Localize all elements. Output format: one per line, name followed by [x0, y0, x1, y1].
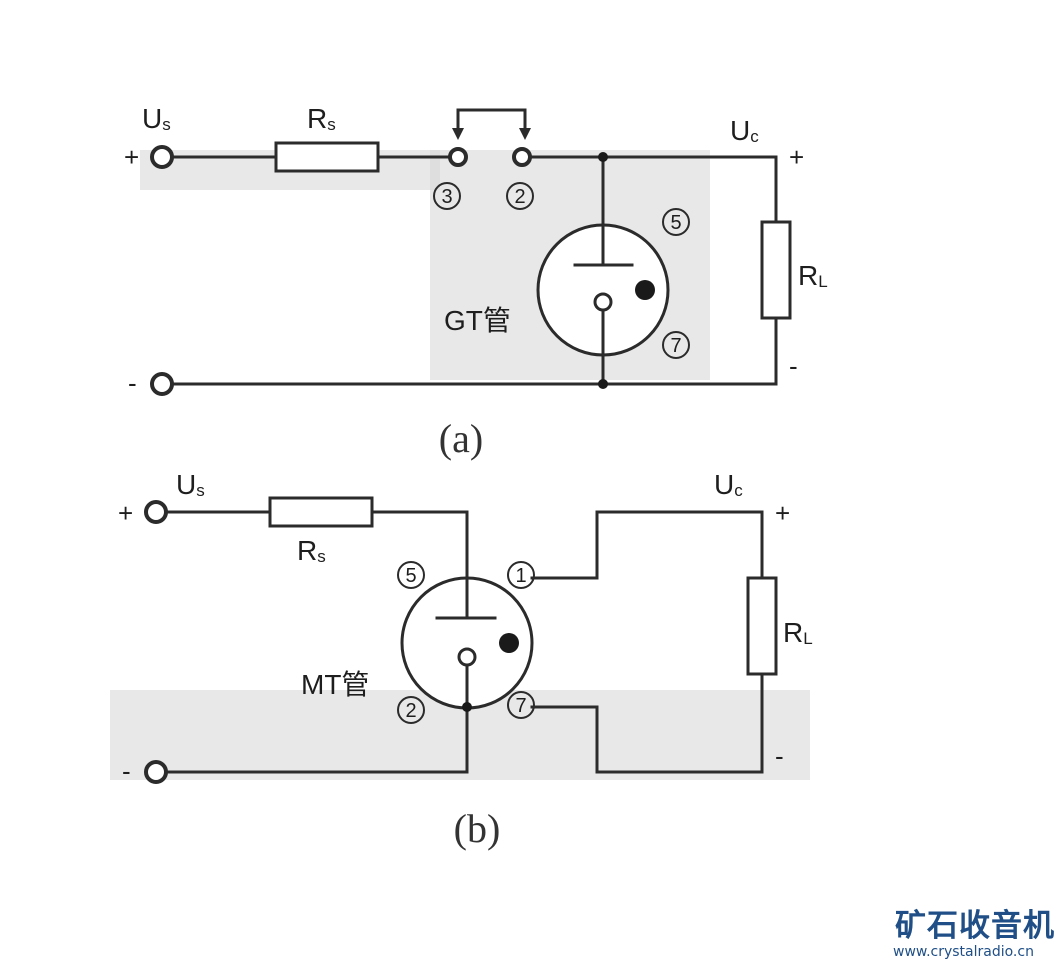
a-source-label: Us [142, 103, 171, 134]
a-pin7-label: 7 [670, 335, 681, 357]
a-tube-inner-terminal [593, 292, 613, 312]
a-pin5-label: 5 [670, 212, 681, 234]
b-tube-name: MT管 [301, 669, 369, 700]
b-rl-label: RL [783, 617, 813, 648]
a-jumper-arrow-right [519, 128, 531, 140]
a-pin5-number-ring [662, 208, 690, 236]
b-wire-pin7-to-output [530, 672, 764, 774]
a-resistor-rs [274, 141, 380, 173]
a-input-minus-terminal [150, 372, 174, 396]
b-pin2-label: 2 [405, 700, 416, 722]
diagram-b: 5 1 2 7 Us Rs Uc RL + - + - MT管 (b) [118, 469, 813, 851]
b-junction-bottom [462, 702, 472, 712]
a-jumper-link [456, 108, 527, 132]
b-plus-out: + [775, 498, 790, 528]
a-rs-label: Rs [307, 103, 336, 134]
b-pin7-label: 7 [515, 695, 526, 717]
a-minus-in: - [128, 368, 137, 398]
b-pin7-number-ring [507, 691, 535, 719]
b-rs-label: Rs [297, 535, 326, 566]
b-input-plus-terminal [144, 500, 168, 524]
a-plus-out: + [789, 142, 804, 172]
a-caption: (a) [439, 416, 483, 461]
a-pin2-label: 2 [514, 186, 525, 208]
b-minus-in: - [122, 756, 131, 786]
a-pin3-terminal [448, 147, 468, 167]
a-tube-name: GT管 [444, 305, 511, 336]
b-resistor-rl [746, 576, 778, 676]
b-source-label: Us [176, 469, 205, 500]
a-junction-bottom [598, 379, 608, 389]
a-pin2-number-ring [506, 182, 534, 210]
b-pin1-label: 1 [515, 565, 526, 587]
b-tube-inner-terminal [457, 647, 477, 667]
b-pin2-number-ring [397, 696, 425, 724]
b-resistor-rs [268, 496, 374, 528]
a-pin3-number-ring [433, 182, 461, 210]
a-pin7-number-ring [662, 331, 690, 359]
a-rl-label: RL [798, 260, 828, 291]
b-minus-out: - [775, 741, 784, 771]
b-pin5-number-ring [397, 561, 425, 589]
watermark-brand: 矿石收音机 [895, 908, 1055, 944]
diagram-a: 3 2 5 7 Us Rs Uc RL + - + - GT管 (a) [124, 103, 828, 461]
a-pin2-terminal [512, 147, 532, 167]
a-junction-top [598, 152, 608, 162]
a-pin3-label: 3 [441, 186, 452, 208]
b-tube-indicator-dot [499, 633, 519, 653]
b-plus-in: + [118, 498, 133, 528]
a-minus-out: - [789, 351, 798, 381]
b-input-minus-terminal [144, 760, 168, 784]
a-input-plus-terminal [150, 145, 174, 169]
a-jumper-arrow-left [452, 128, 464, 140]
b-caption: (b) [454, 806, 501, 851]
a-output-label: Uc [730, 115, 759, 146]
b-output-label: Uc [714, 469, 743, 500]
a-resistor-rl [760, 220, 792, 320]
watermark-url: www.crystalradio.cn [893, 944, 1034, 960]
a-tube-indicator-dot [635, 280, 655, 300]
b-wire-pin1-to-output [530, 510, 764, 580]
a-plus-in: + [124, 142, 139, 172]
b-pin5-label: 5 [405, 565, 416, 587]
b-pin1-number-ring [507, 561, 535, 589]
